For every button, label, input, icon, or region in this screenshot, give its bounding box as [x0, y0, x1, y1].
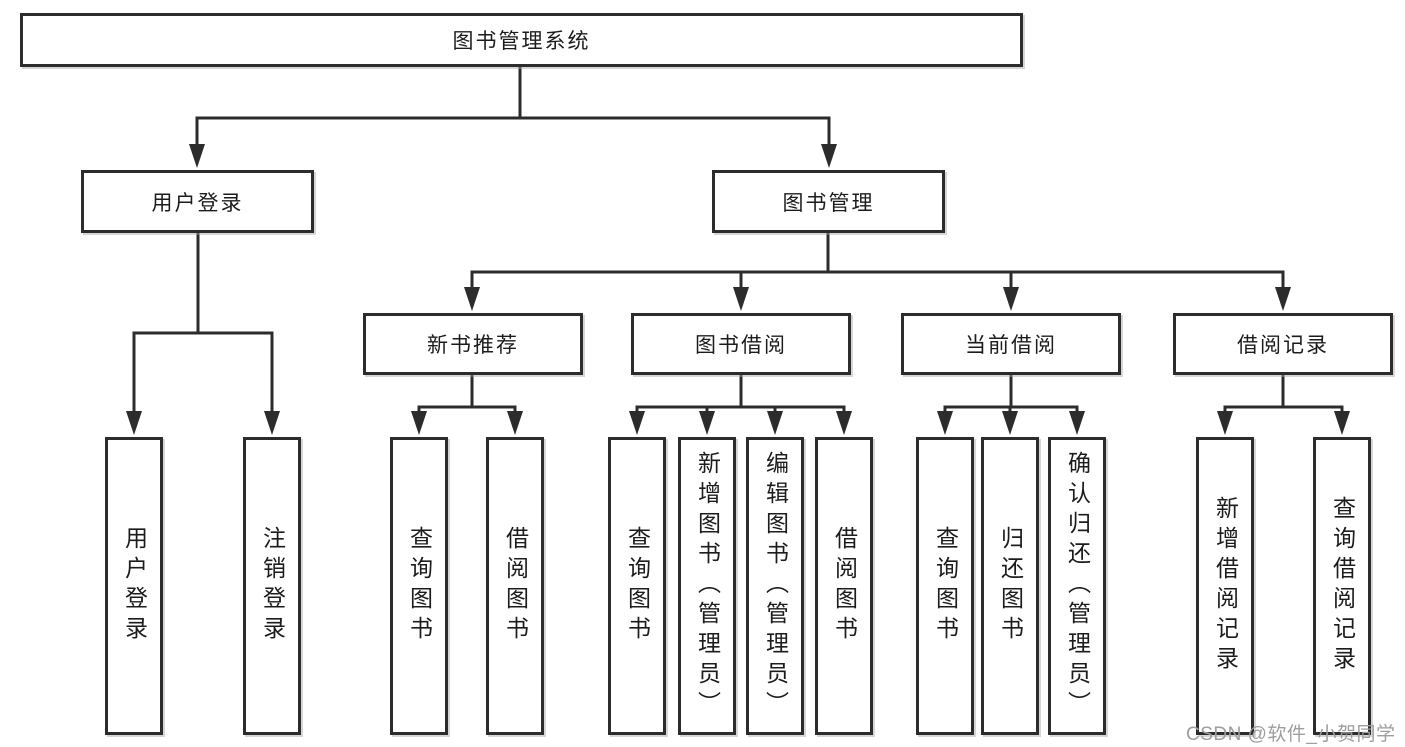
node-leaf-borrow-books-2: 借阅图书 — [815, 437, 873, 735]
node-label: 图书借阅 — [695, 334, 787, 357]
node-label: 用户登录 — [151, 191, 244, 215]
node-leaf-confirm-return-admin: 确认归还（管理员） — [1048, 437, 1106, 735]
node-label: 查询图书 — [932, 526, 959, 646]
node-book-management-branch: 图书管理 — [712, 170, 945, 233]
node-label: 借阅图书 — [831, 526, 858, 646]
node-label: 借阅记录 — [1237, 334, 1329, 357]
node-label: 查询借阅记录 — [1329, 496, 1356, 676]
node-label: 图书管理 — [782, 191, 875, 215]
node-label: 当前借阅 — [965, 334, 1057, 357]
node-leaf-query-borrow-record: 查询借阅记录 — [1313, 437, 1371, 735]
node-leaf-add-borrow-record: 新增借阅记录 — [1196, 437, 1254, 735]
node-leaf-logout: 注销登录 — [243, 437, 301, 735]
arrowheads — [126, 144, 1350, 435]
node-leaf-return-books: 归还图书 — [981, 437, 1039, 735]
node-leaf-query-books-2: 查询图书 — [608, 437, 666, 735]
node-label: 查询图书 — [624, 526, 651, 646]
node-leaf-add-books-admin: 新增图书（管理员） — [678, 437, 736, 735]
node-leaf-query-books-3: 查询图书 — [916, 437, 974, 735]
node-current-borrow: 当前借阅 — [901, 313, 1121, 375]
node-user-login-branch: 用户登录 — [81, 170, 314, 233]
node-new-book-recommend: 新书推荐 — [363, 313, 583, 375]
node-label: 新书推荐 — [427, 334, 519, 357]
csdn-watermark: CSDN @软件_小贺同学 — [1186, 724, 1396, 745]
node-label: 归还图书 — [997, 526, 1024, 646]
node-label: 新增借阅记录 — [1212, 496, 1239, 676]
node-label: 确认归还（管理员） — [1064, 451, 1091, 721]
node-label: 查询图书 — [406, 526, 433, 646]
node-book-borrow: 图书借阅 — [631, 313, 851, 375]
node-leaf-query-books-1: 查询图书 — [390, 437, 448, 735]
node-label: 用户登录 — [121, 526, 148, 646]
node-borrow-records: 借阅记录 — [1173, 313, 1393, 375]
node-library-system-root: 图书管理系统 — [20, 13, 1023, 67]
node-label: 新增图书（管理员） — [694, 451, 721, 721]
node-label: 借阅图书 — [502, 526, 529, 646]
node-label: 编辑图书（管理员） — [762, 451, 789, 721]
node-leaf-borrow-books-1: 借阅图书 — [486, 437, 544, 735]
node-label: 注销登录 — [259, 526, 286, 646]
node-label: 图书管理系统 — [452, 30, 591, 53]
node-leaf-edit-books-admin: 编辑图书（管理员） — [746, 437, 804, 735]
node-leaf-user-login: 用户登录 — [105, 437, 163, 735]
